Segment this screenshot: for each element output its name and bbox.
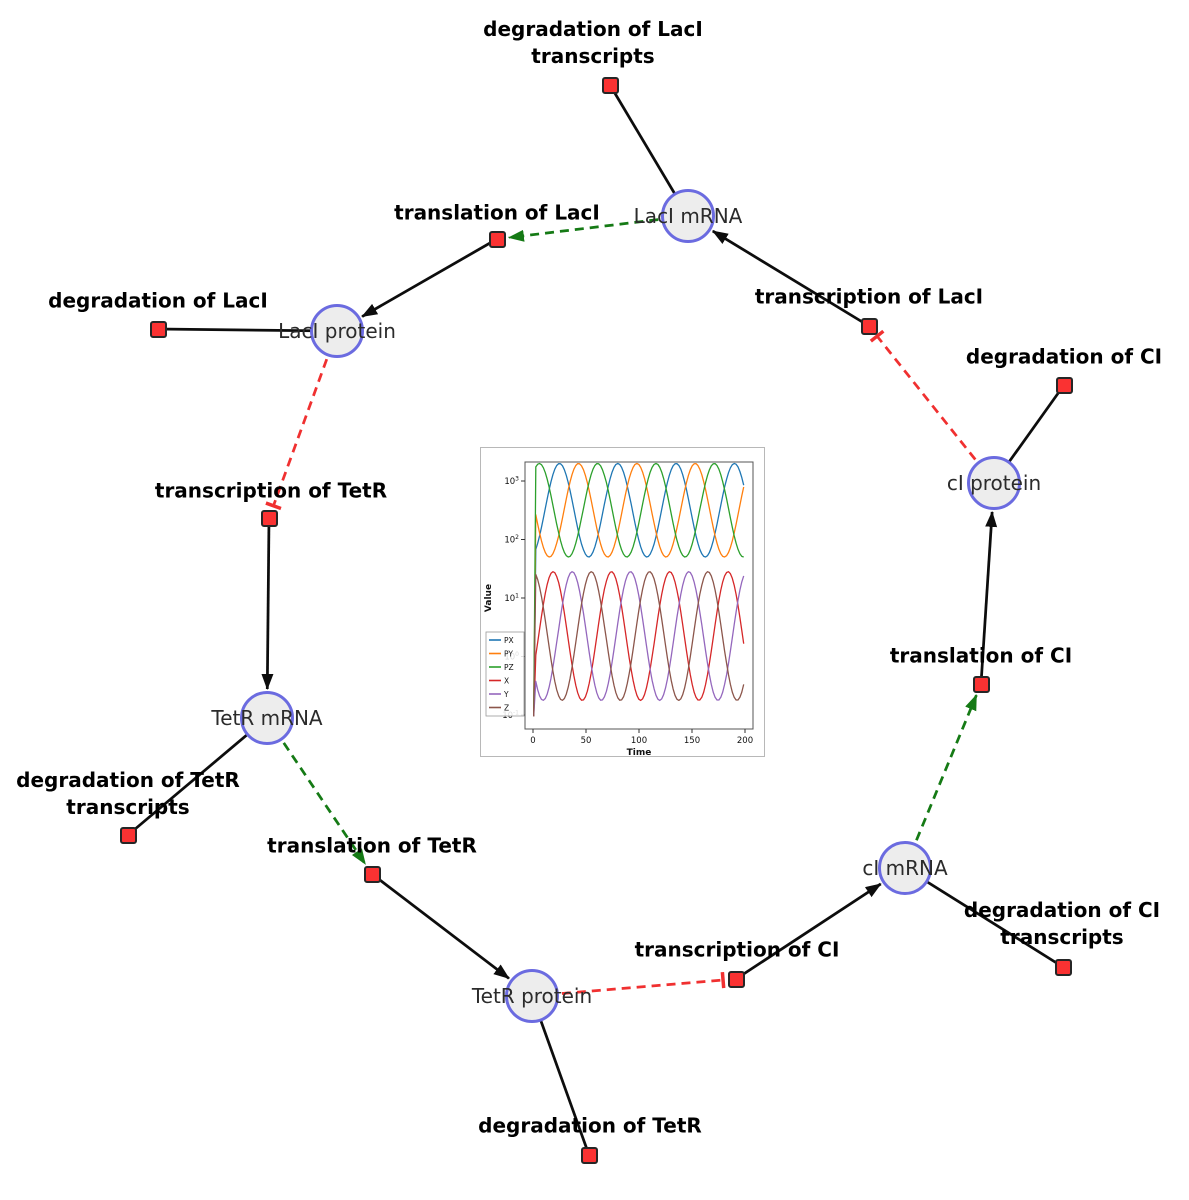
- species-node-ci-mrna[interactable]: [878, 841, 932, 895]
- edge-modifier-ci-mrna-to-transl-ci: [903, 694, 978, 869]
- edge-production-transcr-tetr-to-tetr-mrna: [261, 517, 274, 691]
- chart-x-tick-label: 50: [581, 736, 592, 746]
- edge-production-transl-ci-to-ci-protein: [979, 510, 998, 685]
- edge-inhibition-tetr-protein-to-transcr-ci: [531, 971, 726, 998]
- species-node-laci-protein[interactable]: [310, 304, 364, 358]
- edge-consumption-ci-mrna-to-deg-ci-tx: [904, 866, 1064, 969]
- chart-legend-label: PZ: [504, 663, 514, 672]
- reaction-node-transl-tetr[interactable]: [363, 865, 381, 883]
- reaction-node-transcr-tetr[interactable]: [260, 509, 278, 527]
- reaction-node-deg-laci-tx[interactable]: [601, 76, 619, 94]
- chart-legend-label: PX: [504, 636, 514, 645]
- chart-y-tick-label: 103: [504, 476, 519, 488]
- chart-series-PY: [533, 462, 745, 717]
- chart-legend: PX PY PZ XYZ: [485, 631, 525, 717]
- species-node-laci-mrna[interactable]: [661, 189, 715, 243]
- chart-x-tick-label: 0: [530, 736, 535, 746]
- chart-series-Z: [533, 571, 745, 717]
- edge-production-transcr-laci-to-laci-mrna: [711, 229, 870, 328]
- edge-consumption-laci-protein-to-deg-laci: [157, 327, 338, 333]
- species-node-tetr-mrna[interactable]: [240, 691, 294, 745]
- chart-x-tick-label: 150: [684, 736, 700, 746]
- reaction-node-deg-laci[interactable]: [149, 320, 167, 338]
- chart-plot: 10310210110010-1050100150200TimeValuePXP…: [484, 461, 754, 758]
- reaction-node-transl-laci[interactable]: [488, 230, 506, 248]
- chart-x-tick-label: 200: [737, 736, 753, 746]
- edge-inhibition-laci-protein-to-transcr-tetr: [265, 330, 339, 511]
- chart-legend-label: Z: [504, 703, 509, 712]
- chart-legend-label: Y: [503, 690, 509, 699]
- edge-consumption-tetr-mrna-to-deg-tetr-tx: [127, 716, 268, 837]
- chart-y-axis-label: Value: [484, 584, 494, 612]
- chart-series-Y: [533, 571, 745, 717]
- chart-y-tick-label: 102: [504, 534, 519, 546]
- edge-consumption-tetr-protein-to-deg-tetr: [530, 995, 591, 1156]
- chart-series-PZ: [533, 462, 744, 717]
- reaction-node-deg-tetr[interactable]: [580, 1146, 598, 1164]
- species-node-tetr-protein[interactable]: [505, 969, 559, 1023]
- chart-y-tick-label: 101: [504, 593, 519, 605]
- edge-modifier-laci-mrna-to-transl-laci: [507, 214, 689, 242]
- reaction-node-deg-ci-tx[interactable]: [1054, 958, 1072, 976]
- reaction-node-deg-tetr-tx[interactable]: [119, 826, 137, 844]
- edge-inhibition-ci-protein-to-transcr-laci: [869, 329, 996, 484]
- reaction-node-deg-ci[interactable]: [1055, 376, 1073, 394]
- chart-legend-label: PY: [504, 649, 513, 658]
- edge-production-transl-tetr-to-tetr-protein: [371, 872, 510, 980]
- reaction-node-transcr-ci[interactable]: [727, 970, 745, 988]
- chart-x-axis-label: Time: [627, 748, 652, 758]
- edge-production-transcr-ci-to-ci-mrna: [735, 882, 882, 981]
- reaction-node-transcr-laci[interactable]: [860, 317, 878, 335]
- species-node-ci-protein[interactable]: [967, 456, 1021, 510]
- inset-chart: 10310210110010-1050100150200TimeValuePXP…: [480, 447, 765, 758]
- edge-production-transl-laci-to-laci-protein: [361, 237, 498, 318]
- chart-legend-label: X: [504, 676, 509, 685]
- chart-x-tick-label: 100: [631, 736, 647, 746]
- reaction-node-transl-ci[interactable]: [972, 675, 990, 693]
